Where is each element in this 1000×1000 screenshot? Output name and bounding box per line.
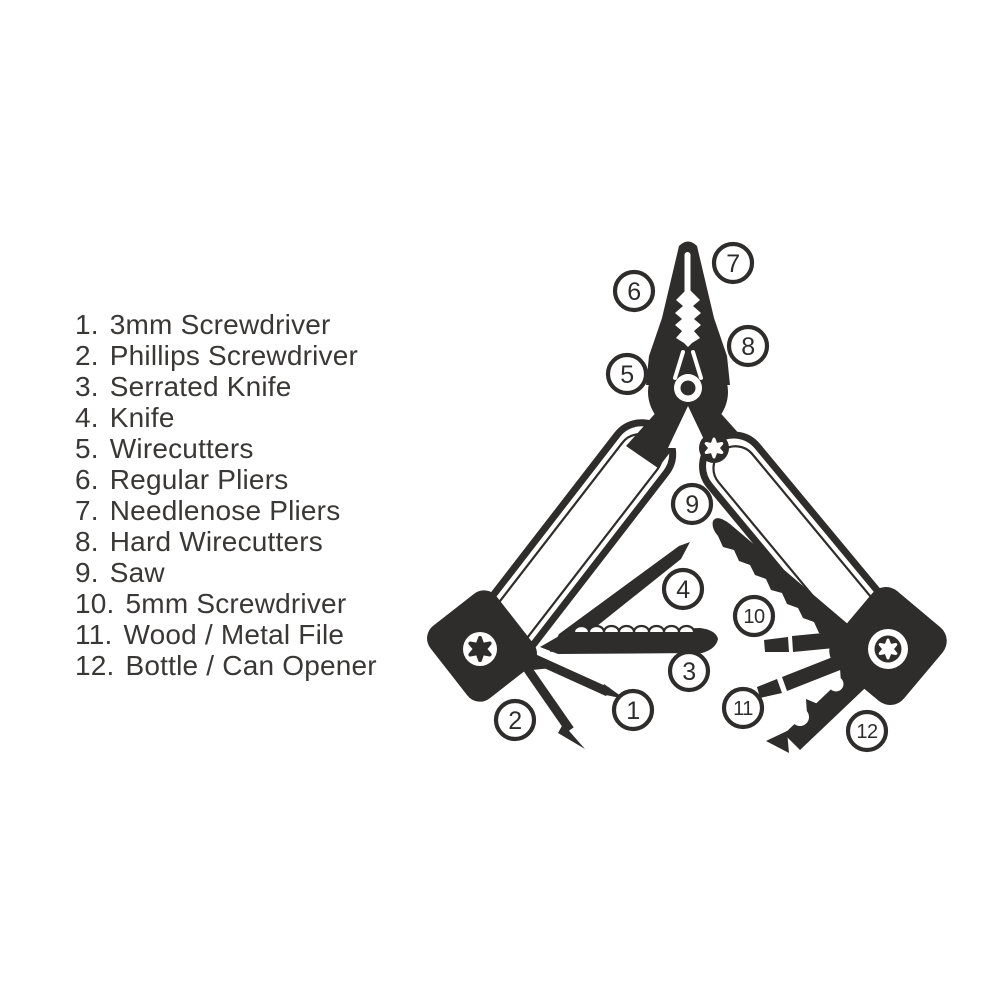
callout-9: 9	[670, 482, 714, 526]
callout-number: 8	[741, 333, 754, 361]
wirecutter-notch	[668, 406, 708, 448]
legend-item: 1. 3mm Screwdriver	[75, 309, 377, 340]
legend-item: 10. 5mm Screwdriver	[75, 588, 377, 619]
callout-10: 10	[732, 594, 776, 638]
legend-item-number: 11.	[75, 619, 113, 650]
legend-item: 8. Hard Wirecutters	[75, 526, 377, 557]
tool-phillips-screwdriver	[516, 655, 585, 749]
callout-number: 3	[682, 658, 695, 686]
legend-item-label: Hard Wirecutters	[109, 526, 324, 557]
legend-item-number: 2.	[75, 340, 99, 371]
legend-item: 11. Wood / Metal File	[75, 619, 377, 650]
legend-item-label: 5mm Screwdriver	[125, 588, 347, 619]
callout-number: 1	[626, 697, 639, 725]
legend-item-label: Knife	[109, 402, 175, 433]
callout-2: 2	[493, 698, 537, 742]
legend-item-number: 1.	[75, 309, 99, 340]
callout-12: 12	[845, 709, 889, 753]
legend-item-number: 7.	[75, 495, 99, 526]
legend-item-number: 9.	[75, 557, 99, 588]
callout-11: 11	[721, 686, 765, 730]
callout-1: 1	[611, 688, 655, 732]
legend-item-label: Wood / Metal File	[123, 619, 345, 650]
callout-number: 12	[856, 721, 878, 743]
legend-item-label: Wirecutters	[109, 433, 254, 464]
legend-item-label: Regular Pliers	[109, 464, 289, 495]
callout-3: 3	[667, 649, 711, 693]
callout-number: 6	[627, 278, 640, 306]
legend-item-number: 3.	[75, 371, 99, 402]
callout-number: 5	[620, 361, 633, 389]
callout-6: 6	[612, 269, 656, 313]
legend-item: 7. Needlenose Pliers	[75, 495, 377, 526]
callout-7: 7	[711, 241, 755, 285]
legend-item-number: 6.	[75, 464, 99, 495]
legend-item: 5. Wirecutters	[75, 433, 377, 464]
callout-4: 4	[661, 567, 705, 611]
jaw-gap	[684, 252, 691, 298]
legend-item: 2. Phillips Screwdriver	[75, 340, 377, 371]
legend-item-label: Phillips Screwdriver	[109, 340, 359, 371]
jaw-serration	[675, 288, 701, 347]
legend-item-number: 12.	[75, 650, 115, 681]
legend-item: 9. Saw	[75, 557, 377, 588]
callout-number: 11	[733, 698, 753, 720]
callout-8: 8	[726, 324, 770, 368]
left-handle-cap	[427, 590, 537, 702]
tool-knife	[550, 542, 690, 652]
legend-item: 3. Serrated Knife	[75, 371, 377, 402]
legend-item-label: Needlenose Pliers	[109, 495, 341, 526]
legend-item-number: 8.	[75, 526, 99, 557]
callout-number: 10	[743, 606, 765, 628]
legend-item-number: 10.	[75, 588, 115, 619]
tool-serrated-knife	[540, 624, 718, 654]
callout-number: 4	[676, 576, 690, 604]
legend-item: 12. Bottle / Can Opener	[75, 650, 377, 681]
legend-item-label: 3mm Screwdriver	[109, 309, 331, 340]
legend-item-number: 5.	[75, 433, 99, 464]
tool-saw	[712, 518, 862, 650]
callout-number: 7	[726, 250, 739, 278]
callout-number: 9	[685, 491, 698, 519]
legend-item-label: Saw	[109, 557, 165, 588]
legend-item-label: Bottle / Can Opener	[125, 650, 377, 681]
legend-item-number: 4.	[75, 402, 99, 433]
legend-item-label: Serrated Knife	[109, 371, 292, 402]
right-handle-cap	[829, 587, 947, 705]
callout-5: 5	[605, 352, 649, 396]
callout-number: 2	[508, 707, 521, 735]
legend-item: 4. Knife	[75, 402, 377, 433]
legend-item: 6. Regular Pliers	[75, 464, 377, 495]
